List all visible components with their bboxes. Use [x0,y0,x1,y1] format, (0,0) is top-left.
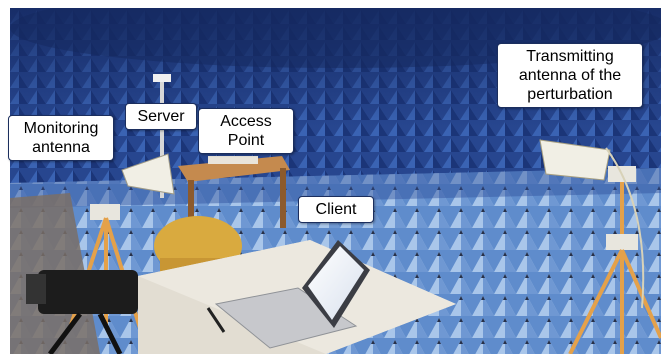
label-line: Monitoring [23,120,99,137]
access-point-table [178,156,290,250]
laptop [214,240,370,349]
transmitting-antenna [539,139,661,354]
label-transmitting-antenna: Transmitting antenna of the perturbation [497,43,643,108]
label-access-point: Access Point [198,108,294,154]
label-line: antenna of the [518,67,622,84]
label-line: Point [227,132,265,149]
label-line: Access [220,113,272,130]
label-line: Server [137,108,185,125]
label-monitoring-antenna: Monitoring antenna [8,115,114,161]
server-stand [153,74,171,198]
label-server: Server [125,103,197,130]
label-client: Client [298,196,374,223]
camera [26,270,138,354]
label-line: perturbation [527,86,613,103]
label-line: antenna [32,139,90,156]
label-line: Transmitting [526,48,614,65]
chamber-scene [10,8,661,354]
label-line: Client [315,201,357,218]
